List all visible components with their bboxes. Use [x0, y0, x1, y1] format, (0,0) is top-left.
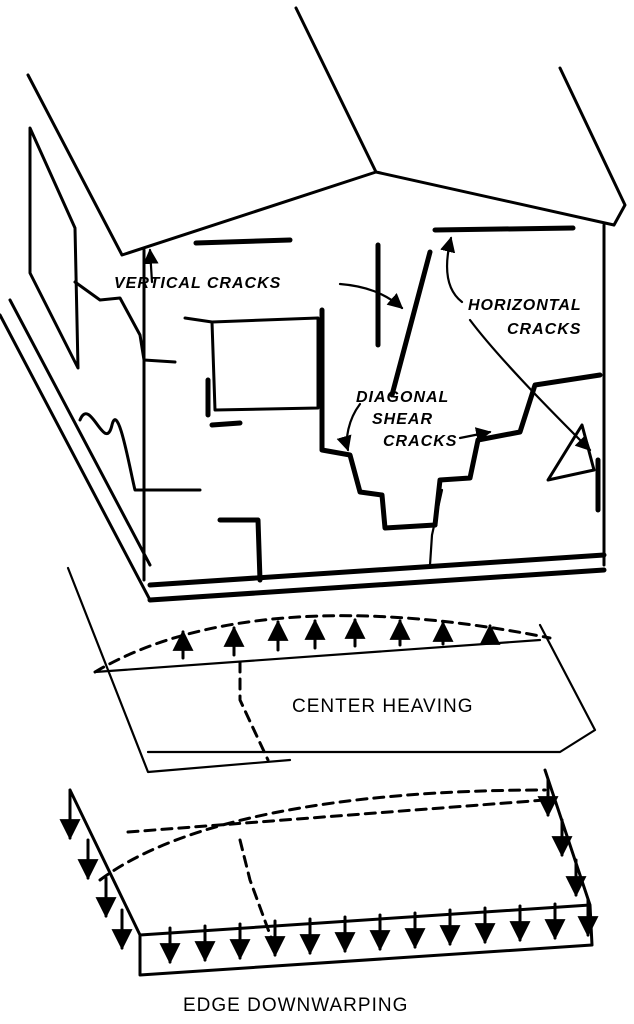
edge-downwarping-arrows — [59, 778, 599, 965]
leader-horizontal-cracks — [440, 236, 464, 304]
side-wall-crack — [73, 280, 177, 364]
edge-downwarping-outline — [68, 768, 594, 977]
building-corner — [0, 298, 152, 602]
front-wall-outline — [142, 223, 606, 582]
center-heaving-crack — [238, 660, 270, 762]
edge-downwarping-crack — [238, 838, 274, 942]
label-center-heaving: CENTER HEAVING — [292, 696, 474, 717]
leader-vertical-cracks-2 — [143, 248, 159, 284]
diagonal-shear-crack-inner — [428, 488, 444, 567]
house-drawing: VERTICAL CRACKS HORIZONTAL CRACKS DIAGON… — [0, 6, 627, 603]
vertical-crack-2 — [389, 249, 433, 398]
front-window — [210, 316, 320, 412]
label-diagonal-line1: DIAGONAL — [356, 389, 449, 406]
label-horizontal-line1: HORIZONTAL — [468, 297, 582, 314]
edge-downwarping-slab: EDGE DOWNWARPING — [59, 768, 599, 1016]
label-diagonal-line2: SHEAR — [372, 411, 433, 428]
center-heaving-dome — [93, 614, 552, 674]
center-heaving-slab: CENTER HEAVING — [66, 566, 597, 774]
window-crack-top — [183, 316, 214, 324]
side-window — [28, 126, 80, 370]
roof-outline — [26, 6, 627, 257]
small-triangle-window — [546, 423, 596, 482]
leader-horizontal-cracks-2 — [468, 318, 592, 452]
vertical-crack-3 — [319, 307, 438, 531]
edge-downwarping-dome — [98, 788, 547, 882]
lower-wall-crack — [217, 517, 263, 583]
label-vertical-cracks: VERTICAL CRACKS — [114, 275, 281, 292]
center-heaving-outline — [66, 566, 597, 774]
fascia-left — [193, 237, 293, 246]
center-heaving-arrows — [172, 617, 501, 660]
foundation-base — [147, 552, 607, 603]
side-wall-wave-crack — [78, 412, 202, 492]
window-crack-side — [205, 377, 243, 428]
leader-diagonal-shear-2 — [458, 427, 492, 443]
diagonal-shear-crack — [432, 372, 603, 528]
label-diagonal-line3: CRACKS — [383, 433, 457, 450]
leader-diagonal-shear — [336, 402, 362, 452]
label-horizontal-line2: CRACKS — [507, 321, 581, 338]
label-edge-downwarping: EDGE DOWNWARPING — [183, 995, 408, 1016]
fascia-right — [432, 225, 576, 233]
leader-vertical-cracks — [338, 282, 404, 310]
